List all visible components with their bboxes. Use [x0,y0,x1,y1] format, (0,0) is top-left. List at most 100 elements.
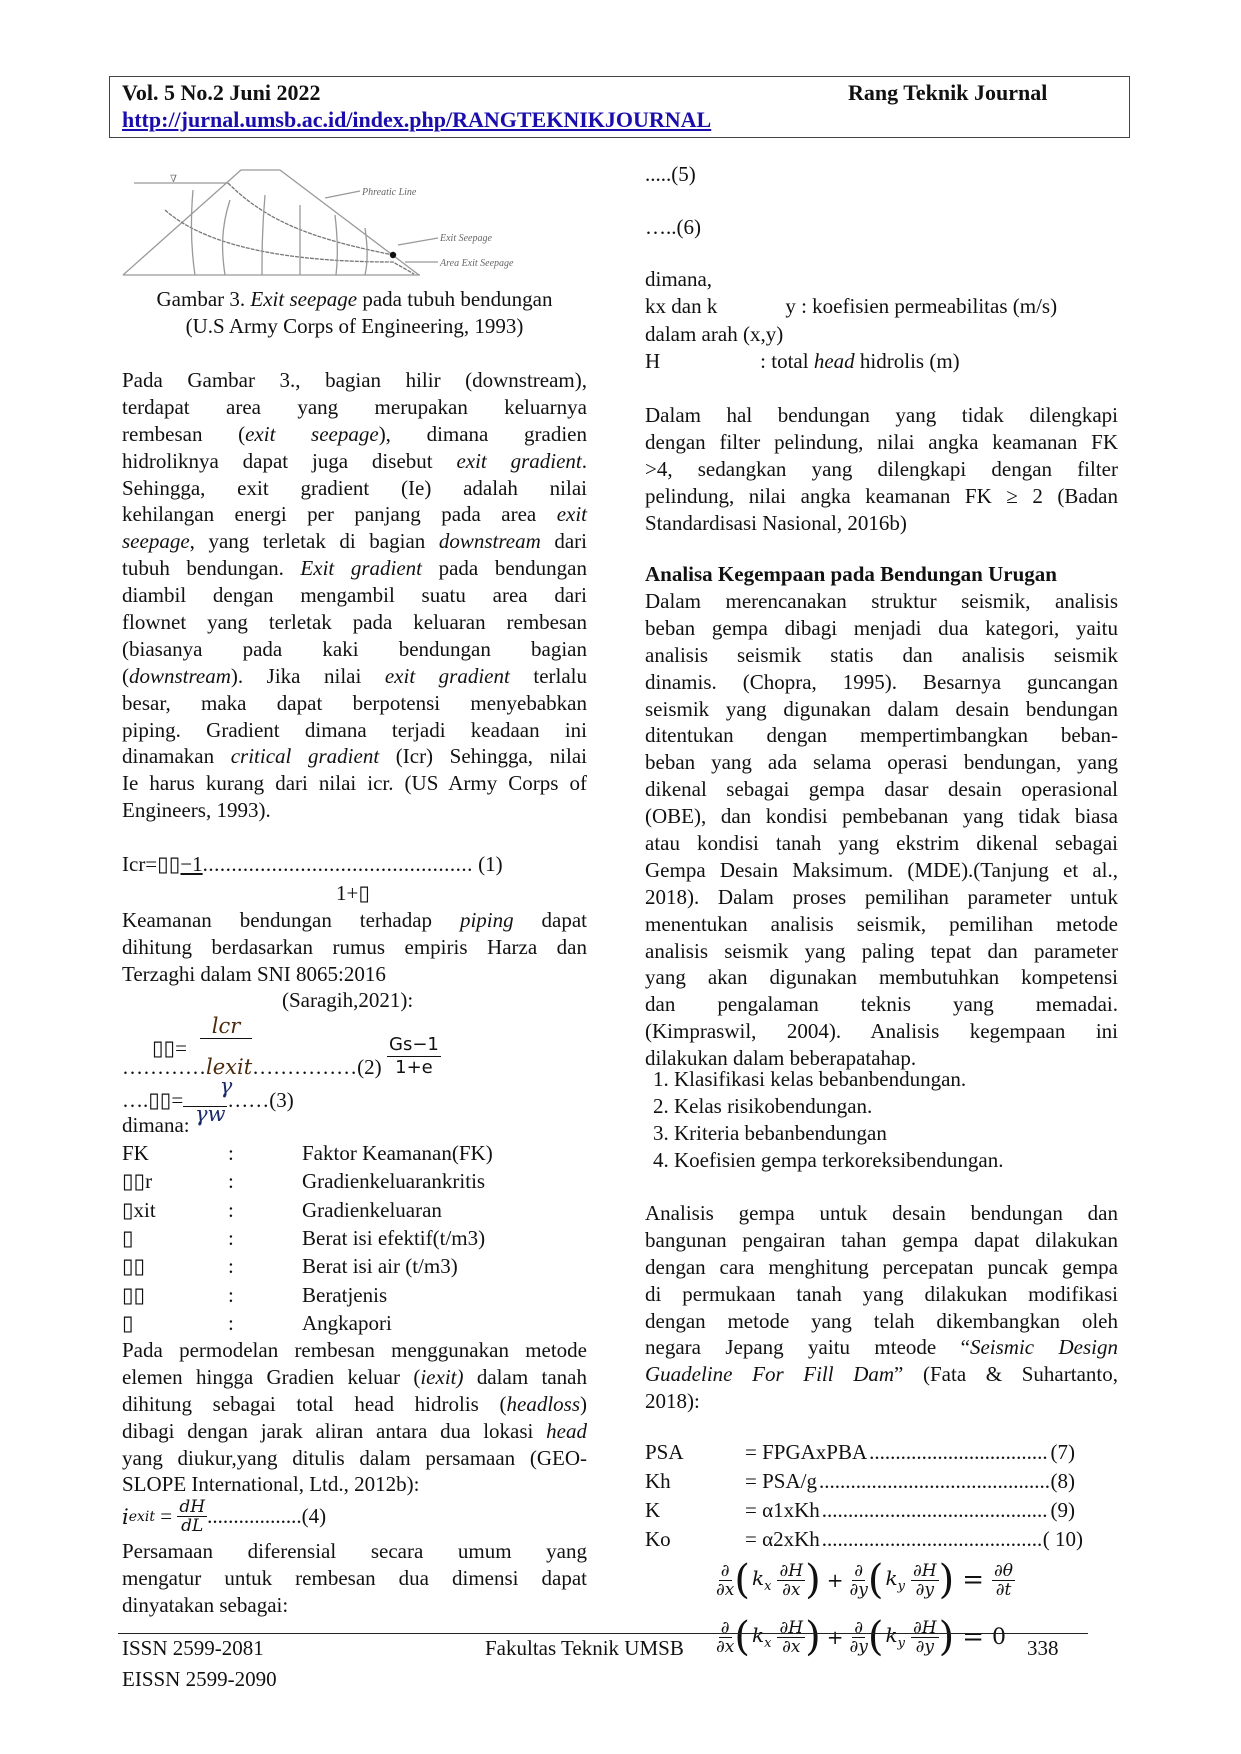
text-line: analisis seismik yang paling tepat dan p… [645,938,1118,965]
eq3-fraction-bar [183,1106,228,1107]
text-segment: exit gradient [456,448,582,473]
text-line: dinamis. (Chopra, 1995). Besarnya guncan… [645,669,1118,696]
text-segment: 2018). Dalam proses pemilihan parameter … [645,884,1118,909]
symbol-description: Faktor Keamanan(FK) [302,1141,493,1165]
text-segment: analisis seismik yang paling tepat dan p… [645,938,1118,963]
eq6-number: …..(6) [645,215,701,239]
text-segment: di permukaan tanah yang dilakukan modifi… [645,1281,1118,1306]
eq4-number: (4) [301,1504,327,1528]
d-dx: ∂∂x [716,1562,734,1599]
text-segment: negara Jepang yaitu mteode “ [645,1335,970,1360]
eq3-dots: …. [122,1088,149,1112]
formula-row: PSA= FPGAxPBA...........................… [645,1438,1075,1466]
gs-numerator: Gs−1 [387,1034,441,1057]
dH-dy: ∂H∂y [910,1617,939,1657]
text-segment: Sehingga, exit gradient (Ie) adalah nila… [122,475,587,500]
k-sub: x [764,1636,772,1651]
paragraph-seismic-analysis: Dalam merencanakan struktur seismik, ana… [645,588,1118,1072]
footer-issn: ISSN 2599-2081 [122,1636,264,1660]
k: k [752,1623,765,1647]
symbol: FK [122,1141,149,1165]
frac-den: ∂y [849,1579,868,1600]
text-segment: beban gempa dibagi menjadi dua kategori,… [645,615,1118,640]
text-line: dinyatakan sebagai: [122,1592,587,1619]
text-line: rembesan (exit seepage), dimana gradien [122,421,587,448]
colon: : [228,1254,234,1279]
footer-faculty: Fakultas Teknik UMSB [485,1636,684,1660]
plus: + [826,1625,844,1649]
eq2-line: …………lexit……………(2) [122,1055,382,1080]
formula-lhs: Ko [645,1527,671,1551]
paragraph-piping-safety: Keamanan bendungan terhadap piping dapat… [122,907,587,988]
symbol: ▯ [122,1225,134,1250]
text-segment: dinamis. (Chopra, 1995). Besarnya guncan… [645,669,1118,694]
eq2-denominator: lexit [206,1055,253,1079]
text-segment: terlalu [509,663,587,688]
eq1-dots: ........................................… [202,852,473,876]
formula-rhs: = PSA/g [745,1469,817,1493]
text-line: Ie harus kurang dari nilai icr. (US Army… [122,770,587,797]
text-line: dihitung berdasarkan rumus empiris Harza… [122,934,587,961]
h-definition: H: total head hidrolis (m) [645,349,960,374]
text-segment: ” (Fata & Suhartanto, [894,1362,1118,1387]
eq3-numerator: γ [219,1074,233,1098]
text-segment: dikenal sebagai gempa dasar desain opera… [645,777,1118,802]
paragraph-exit-gradient: Pada Gambar 3., bagian hilir (downstream… [122,367,587,824]
symbol-description: Berat isi air (t/m3) [302,1254,458,1279]
journal-url-link[interactable]: http://jurnal.umsb.ac.id/index.php/RANGT… [122,107,712,132]
formula-number: (8) [1050,1469,1076,1493]
text-segment: Persamaan diferensial secara umum yang [122,1539,587,1563]
text-segment: mengatur untuk rembesan dua dimensi dapa… [122,1565,587,1590]
caption-source: (U.S Army Corps of Engineering, 1993) [185,314,524,338]
eq2-lhs: ▯▯= [152,1036,187,1060]
symbol: ▯▯ [122,1254,146,1279]
list-item: 3. Kriteria bebanbendungan [653,1120,887,1145]
formula-rhs: = α1xKh [745,1498,820,1522]
frac-den: ∂y [915,1636,934,1657]
d-dx: ∂∂x [716,1619,734,1656]
text-segment: ) [580,1391,587,1416]
text-line: yang diukur,yang ditulis dalam persamaan… [122,1445,587,1472]
exit-seepage-figure: ∇ Phreatic Line Exit Seepage Area Exit S… [122,169,514,276]
text-line: beban gempa dibagi menjadi dua kategori,… [645,615,1118,642]
water-level-icon: ∇ [170,174,177,185]
text-segment: (OBE), dan kondisi pembebanan yang tidak… [645,804,1118,829]
text-segment: terdapat area yang merupakan keluarnya [122,394,587,419]
text-segment: head [546,1418,587,1443]
text-line: (biasanya pada kaki bendungan bagian [122,636,587,663]
eq2-number: (2) [357,1055,382,1079]
text-segment: besar, maka dapat berpotensi menyebabkan [122,690,587,715]
text-segment: Ie harus kurang dari nilai icr. (US Army… [122,771,587,796]
text-segment: dan pengalaman teknis yang memadai. [645,992,1118,1017]
paragraph-filter-safety: Dalam hal bendungan yang tidak dilengkap… [645,402,1118,536]
text-segment: flownet yang terletak pada keluaran remb… [122,610,587,635]
text-segment: Standardisasi Nasional, 2016b) [645,510,907,535]
eq4-denominator: dL [181,1516,204,1536]
text-line: ditentukan dengan mempertimbangkan beban… [645,722,1118,749]
text-line: dilakukan dalam beberapatahap. [645,1045,1118,1072]
text-line: negara Jepang yaitu mteode “Seismic Desi… [645,1334,1118,1361]
frac-den: ∂x [716,1579,735,1600]
text-segment: menentukan analisis seismik, pemilihan m… [645,911,1118,936]
text-segment: exit seepage [245,421,379,446]
colon: : [228,1225,234,1250]
text-segment: SLOPE International, Ltd., 2012b): [122,1472,420,1497]
zero: 0 [992,1624,1006,1650]
frac-den: ∂x [716,1636,735,1657]
citation-saragih: (Saragih,2021): [282,988,414,1012]
text-line: dinamakan critical gradient (Icr) Sehing… [122,743,587,770]
frac-num: ∂H [910,1617,939,1638]
journal-name: Rang Teknik Journal [848,80,1048,105]
text-segment: Engineers, 1993). [122,798,271,823]
caption-italic: Exit seepage [250,287,358,311]
k: k [885,1623,898,1647]
eq4-i: i [122,1504,129,1529]
direction-text: dalam arah (x,y) [645,322,784,346]
eq4-dots: .................. [207,1504,302,1528]
text-line: mengatur untuk rembesan dua dimensi dapa… [122,1565,587,1592]
text-segment: , yang terletak di bagian [189,529,439,554]
formula-lhs: K [645,1498,661,1522]
text-line: menentukan analisis seismik, pemilihan m… [645,911,1118,938]
text-line: Gempa Desain Maksimum. (MDE).(Tanjung et… [645,857,1118,884]
